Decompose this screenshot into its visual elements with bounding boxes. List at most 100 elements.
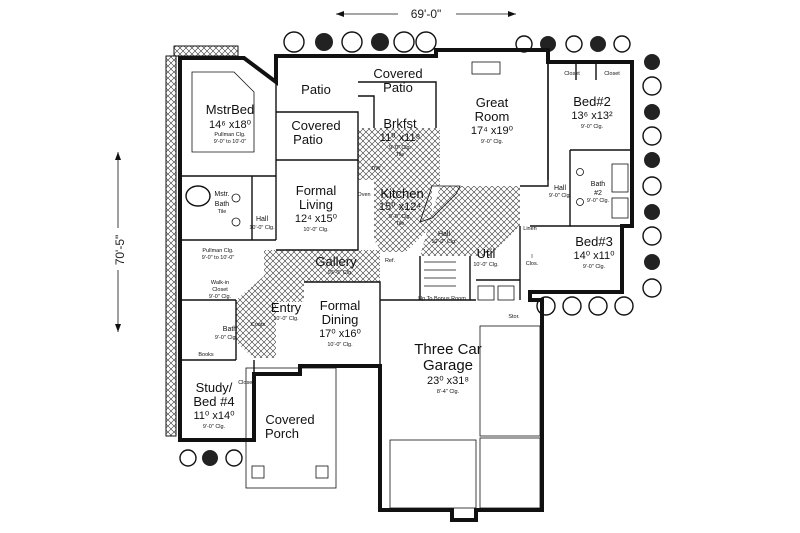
hall-left-name: Hall: [256, 216, 269, 223]
garage-line2: Garage: [423, 357, 473, 374]
hall-left-ceiling: 10'-0" Clg.: [249, 225, 275, 231]
brkfst-ceiling: 9'-0" Clg.: [389, 145, 412, 151]
room-brkfst: Brkfst 11⁰ x11⁸ 9'-0" Clg. Tile: [380, 116, 420, 158]
study-line1: Study/: [196, 380, 233, 395]
garage-line1: Three Car: [414, 341, 482, 358]
walkin-ceiling-range: 9'-0" to 10'-0": [202, 255, 235, 261]
hall-right-name: Hall: [554, 185, 567, 192]
great-room-name1: Great: [476, 95, 509, 110]
formal-dining-line1: Formal: [320, 298, 361, 313]
formal-living-ceiling: 10'-0" Clg.: [303, 227, 329, 233]
bed3-name: Bed#3: [575, 234, 613, 249]
bed2-name: Bed#2: [573, 94, 611, 109]
formal-dining-ceiling: 10'-0" Clg.: [327, 342, 353, 348]
hall-center-name: Hall: [438, 231, 451, 238]
bonus-stair-label: Up To Bonus Room: [418, 296, 466, 302]
bed2-ceiling: 9'-0" Clg.: [581, 124, 604, 130]
room-bed2: Closet Closet Bed#2 13⁶ x13² 9'-0" Clg.: [564, 71, 620, 130]
hall-right-ceiling: 9'-0" Clg.: [549, 193, 572, 199]
mstr-bath-line2: Bath: [215, 201, 230, 208]
covered-porch-line2: Porch: [265, 426, 299, 441]
bed2-size: 13⁶ x13²: [571, 110, 613, 122]
walkin-ceiling-type: Pullman Clg.: [202, 248, 234, 254]
room-kitchen: Kitchen 15⁰ x12⁴ 9'-0" Clg. Tile: [379, 186, 424, 227]
master-bed-ceiling: Pullman Clg.: [214, 132, 246, 138]
master-bed-ceiling-range: 9'-0" to 10'-0": [214, 139, 247, 145]
coats-closet: Coats: [251, 322, 266, 328]
brkfst-name: Brkfst: [383, 116, 417, 131]
room-great-room: Great Room 17⁴ x19⁰ 9'-0" Clg.: [471, 95, 514, 145]
room-formal-living: Formal Living 12⁴ x15⁰ 10'-0" Clg.: [295, 183, 338, 233]
entry-name: Entry: [271, 300, 302, 315]
brkfst-tile: Tile: [396, 152, 405, 158]
garage-size: 23⁰ x31⁸: [427, 375, 469, 387]
kitchen-tile-label: Tile: [396, 221, 405, 227]
great-room-ceiling: 9'-0" Clg.: [481, 139, 504, 145]
gallery-name: Gallery: [315, 254, 357, 269]
landscape-shrubs: [179, 31, 662, 467]
covered-patio-top-line1: Covered: [373, 66, 422, 81]
mstr-bath-line1: Mstr.: [214, 191, 229, 198]
bath-ceiling: 9'-0" Clg.: [215, 335, 238, 341]
covered-patio-line1: Covered: [291, 118, 340, 133]
room-mstr-bath: Mstr. Bath Tile: [214, 191, 229, 215]
fixtures: [185, 61, 629, 509]
gallery-tile: [236, 250, 380, 358]
covered-patio-line2: Patio: [293, 132, 323, 147]
exterior-walls: [178, 48, 634, 522]
bath-name: Bath: [223, 326, 238, 333]
room-master-bed: MstrBed 14⁶ x18⁰ Pullman Clg. 9'-0" to 1…: [206, 102, 254, 145]
side-garden-wall: [165, 55, 177, 437]
ref-label: Ref.: [385, 258, 396, 264]
interior-walls: [180, 62, 632, 374]
kitchen-size: 15⁰ x12⁴: [379, 201, 421, 213]
formal-living-line1: Formal: [296, 183, 337, 198]
formal-dining-size: 17⁰ x16⁰: [319, 328, 361, 340]
master-bed-name: MstrBed: [206, 102, 254, 117]
storage-label: Stor.: [508, 314, 520, 320]
covered-patio-top-line2: Patio: [383, 80, 413, 95]
walkin-ceiling: 9'-0" Clg.: [209, 294, 232, 300]
kitchen-ceiling: 9'-0" Clg.: [389, 214, 412, 220]
walkin-line3: Walk-in: [211, 280, 229, 286]
depth-dimension: 70'-5": [113, 152, 127, 332]
util-closet: Clos.: [526, 261, 539, 267]
master-bed-size: 14⁶ x18⁰: [209, 119, 252, 131]
study-ceiling: 9'-0" Clg.: [203, 424, 226, 430]
depth-dimension-label: 70'-5": [113, 235, 127, 266]
bath2-line2: #2: [594, 190, 602, 197]
study-size: 11⁰ x14⁰: [193, 410, 235, 422]
gallery-ceiling: 10'-0" Clg.: [327, 270, 353, 276]
bed3-size: 14⁰ x11⁰: [573, 250, 615, 262]
width-dimension-label: 69'-0": [411, 7, 442, 21]
patio-label: Patio: [301, 82, 331, 97]
bath2-line1: Bath: [591, 181, 606, 188]
appliance-labels: Oven Ref. DW Stor.: [357, 166, 520, 320]
room-bath: Bath 9'-0" Clg. Coats: [215, 322, 266, 341]
oven-label: Oven: [357, 192, 370, 198]
great-room-name2: Room: [475, 109, 510, 124]
entry-ceiling: 10'-0" Clg.: [273, 316, 299, 322]
master-garden-wall: [173, 45, 239, 57]
util-ceiling: 10'-0" Clg.: [473, 262, 499, 268]
util-closet-prefix: I: [531, 254, 533, 260]
bath2-ceiling: 9'-0" Clg.: [587, 198, 610, 204]
study-line2: Bed #4: [193, 394, 234, 409]
room-bath2: Bath #2 9'-0" Clg.: [587, 181, 610, 204]
room-util: Util 10'-0" Clg. I Clos.: [473, 246, 538, 268]
books-label: Books: [198, 352, 214, 358]
bed2-closet2: Closet: [604, 71, 620, 77]
width-dimension: 69'-0": [336, 7, 516, 21]
linen-label: Linen: [523, 226, 536, 232]
room-walkin-closet: Pullman Clg. 9'-0" to 10'-0" Walk-in Clo…: [202, 248, 235, 300]
covered-porch-line1: Covered: [265, 412, 314, 427]
dw-label: DW: [371, 166, 381, 172]
room-bed3: Bed#3 14⁰ x11⁰ 9'-0" Clg.: [573, 234, 615, 270]
formal-living-line2: Living: [299, 197, 333, 212]
formal-living-size: 12⁴ x15⁰: [295, 213, 338, 225]
formal-dining-line2: Dining: [322, 312, 359, 327]
kitchen-name: Kitchen: [380, 186, 423, 201]
brkfst-size: 11⁰ x11⁸: [380, 132, 420, 144]
hall-tile: [420, 186, 520, 256]
